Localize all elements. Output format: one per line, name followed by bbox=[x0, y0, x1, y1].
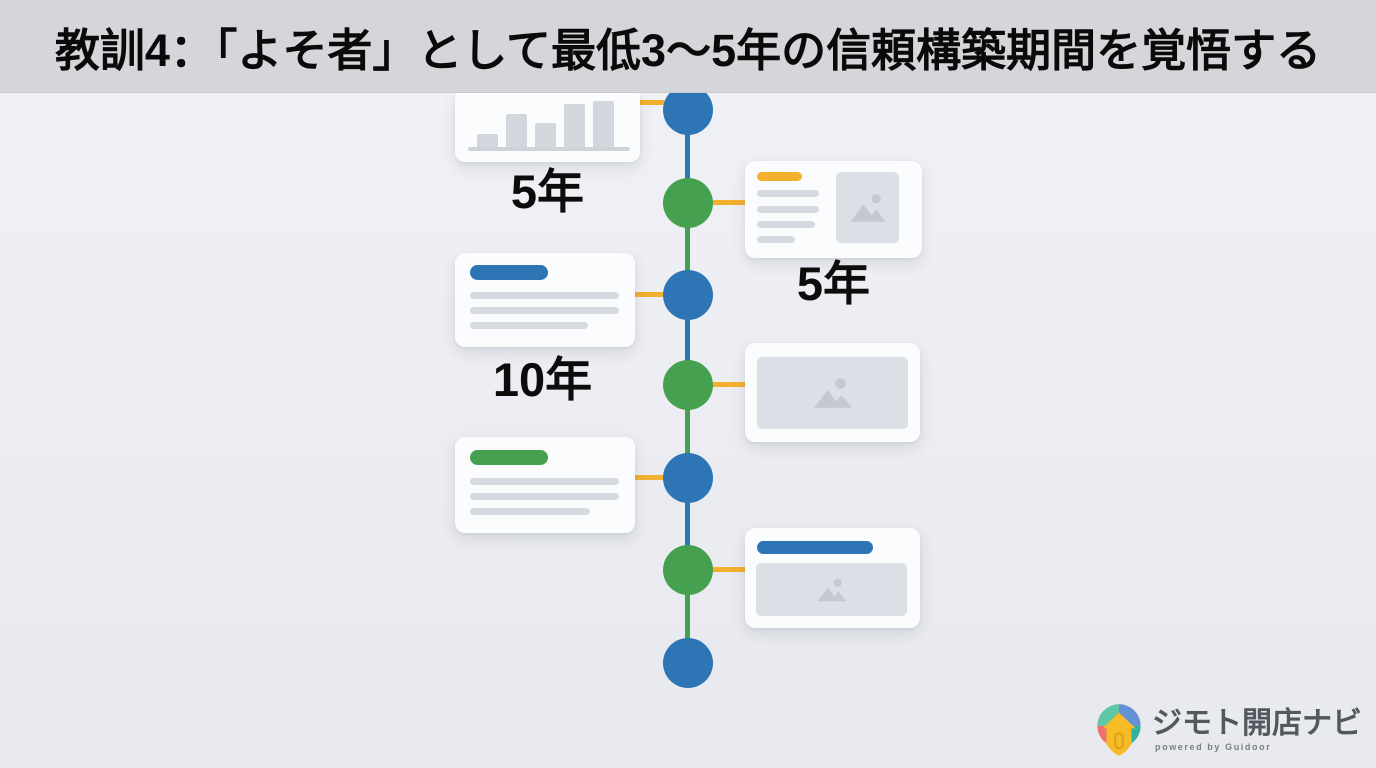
text-line-placeholder bbox=[470, 307, 619, 314]
chart-bar bbox=[535, 123, 556, 147]
year-label: 5年 bbox=[796, 257, 871, 310]
timeline-node-blue bbox=[663, 85, 713, 135]
brand-name: ジモト開店ナビ bbox=[1152, 706, 1362, 740]
timeline-card-text-image bbox=[745, 161, 922, 258]
timeline-segment bbox=[685, 203, 690, 295]
text-line-placeholder bbox=[757, 206, 819, 213]
bar-chart-baseline bbox=[468, 147, 630, 151]
timeline-node-blue bbox=[663, 638, 713, 688]
timeline-card-image bbox=[745, 343, 920, 442]
image-placeholder bbox=[757, 357, 908, 429]
chart-bar bbox=[477, 134, 498, 147]
text-line-placeholder bbox=[470, 508, 590, 515]
timeline-segment bbox=[685, 385, 690, 478]
timeline-connector bbox=[633, 100, 665, 105]
page-title: 教訓4：「よそ者」として最低3〜5年の信頼構築期間を覚悟する bbox=[54, 24, 1322, 76]
timeline-card-chart bbox=[455, 92, 640, 162]
text-line-placeholder bbox=[470, 322, 588, 329]
timeline-node-green bbox=[663, 545, 713, 595]
chart-bar bbox=[564, 104, 585, 147]
card-title-bar-blue bbox=[470, 265, 548, 280]
timeline-segment bbox=[685, 478, 690, 570]
card-title-bar-green bbox=[470, 450, 548, 465]
timeline-segment bbox=[685, 110, 690, 203]
year-label: 5年 bbox=[510, 165, 585, 218]
chart-bar bbox=[506, 114, 527, 147]
bar-chart-placeholder bbox=[477, 101, 624, 147]
text-line-placeholder bbox=[470, 478, 619, 485]
timeline-segment bbox=[685, 295, 690, 385]
card-title-bar-orange bbox=[757, 172, 802, 181]
timeline-connector bbox=[711, 200, 747, 205]
timeline-node-green bbox=[663, 178, 713, 228]
text-line-placeholder bbox=[757, 190, 819, 197]
timeline-connector bbox=[711, 567, 747, 572]
timeline-connector bbox=[633, 292, 665, 297]
brand-powered-by: powered by Guidoor bbox=[1155, 741, 1272, 752]
timeline-card-text-green bbox=[455, 437, 635, 533]
title-banner: 教訓4：「よそ者」として最低3〜5年の信頼構築期間を覚悟する bbox=[0, 0, 1376, 93]
logo-icon bbox=[1097, 704, 1141, 756]
text-line-placeholder bbox=[757, 221, 815, 228]
timeline-segment bbox=[685, 570, 690, 663]
timeline-node-green bbox=[663, 360, 713, 410]
timeline-card-text-blue bbox=[455, 253, 635, 347]
brand-logo: ジモト開店ナビ powered by Guidoor bbox=[1094, 702, 1362, 758]
timeline-connector bbox=[633, 475, 665, 480]
text-line-placeholder bbox=[470, 292, 619, 299]
card-title-bar-blue bbox=[757, 541, 873, 554]
timeline-node-blue bbox=[663, 270, 713, 320]
year-label: 10年 bbox=[492, 353, 593, 406]
timeline-connector bbox=[711, 382, 747, 387]
timeline-card-title-image bbox=[745, 528, 920, 628]
timeline-node-blue bbox=[663, 453, 713, 503]
image-placeholder bbox=[836, 172, 899, 243]
text-line-placeholder bbox=[757, 236, 795, 243]
image-placeholder-icon bbox=[850, 193, 885, 222]
image-placeholder bbox=[756, 563, 907, 616]
image-placeholder-icon bbox=[813, 378, 852, 408]
chart-bar bbox=[593, 101, 614, 147]
text-line-placeholder bbox=[470, 493, 619, 500]
image-placeholder-icon bbox=[817, 578, 846, 601]
brand-text: ジモト開店ナビ powered by Guidoor bbox=[1152, 706, 1362, 752]
